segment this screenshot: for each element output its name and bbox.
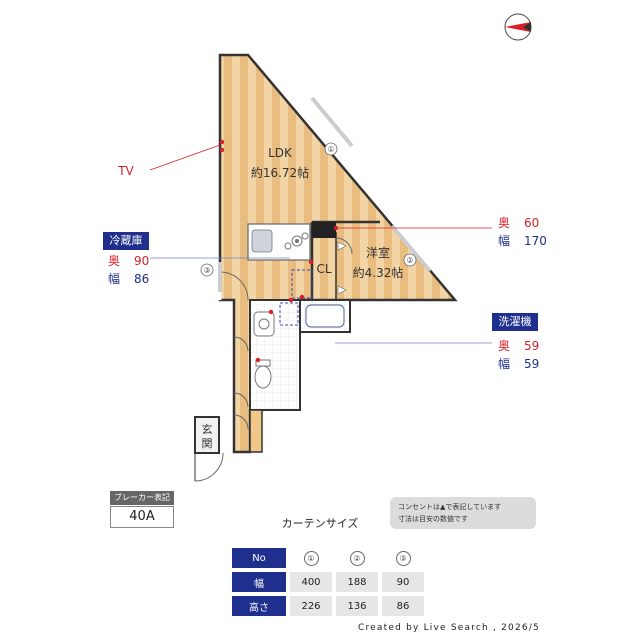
curtain-row-width: 幅 400 188 90 [232,572,424,592]
curtain-col-1: ① [290,548,332,568]
ldk-label: LDK [268,146,293,160]
notes-box: コンセントは▲で表記しています 寸法は目安の数値です [390,497,536,529]
note-line-2: 寸法は目安の数値です [398,515,468,523]
curtain-cell: 86 [382,596,424,616]
curtain-col-2: ② [336,548,378,568]
curtain-cell: 400 [290,572,332,592]
curtain-row-label: 高さ [232,596,286,616]
curtain-cell: 90 [382,572,424,592]
svg-text:③: ③ [203,266,210,275]
closet-label: CL [316,262,331,276]
ldk-area: 約16.72帖 [251,165,309,180]
breaker-value: 40A [110,506,174,528]
window-marker-2: ② [403,253,417,267]
tv-label: TV [117,164,134,178]
curtain-cell: 188 [336,572,378,592]
washer-title: 洗濯機 [492,313,538,331]
fridge-title: 冷蔵庫 [103,232,149,250]
curtain-col-3: ③ [382,548,424,568]
svg-text:①: ① [327,145,334,154]
western-room-area: 約4.32帖 [353,265,404,280]
outlet-markers [219,139,339,363]
curtain-table: No ① ② ③ 幅 400 188 90 高さ 226 136 86 [232,544,424,620]
window-marker-3: ③ [200,263,214,277]
curtain-header-label: No [232,548,286,568]
curtain-row-label: 幅 [232,572,286,592]
curtain-cell: 226 [290,596,332,616]
note-line-1: コンセントは▲で表記しています [398,503,502,511]
callout-lines [149,144,492,344]
compass-icon [504,13,532,41]
curtain-cell: 136 [336,596,378,616]
credit-text: Created by Live Search , 2026/5 [358,623,540,633]
curtain-row-height: 高さ 226 136 86 [232,596,424,616]
western-room-label: 洋室 [366,245,390,260]
floor-area [194,53,458,482]
breaker-title: ブレーカー表記 [110,491,174,505]
curtain-title: カーテンサイズ [281,517,359,530]
window-marker-1: ① [324,142,338,156]
entrance-label-1: 玄 [202,422,213,436]
entrance-label-2: 関 [202,437,213,450]
svg-text:②: ② [406,256,413,265]
curtain-header-row: No ① ② ③ [232,548,424,568]
